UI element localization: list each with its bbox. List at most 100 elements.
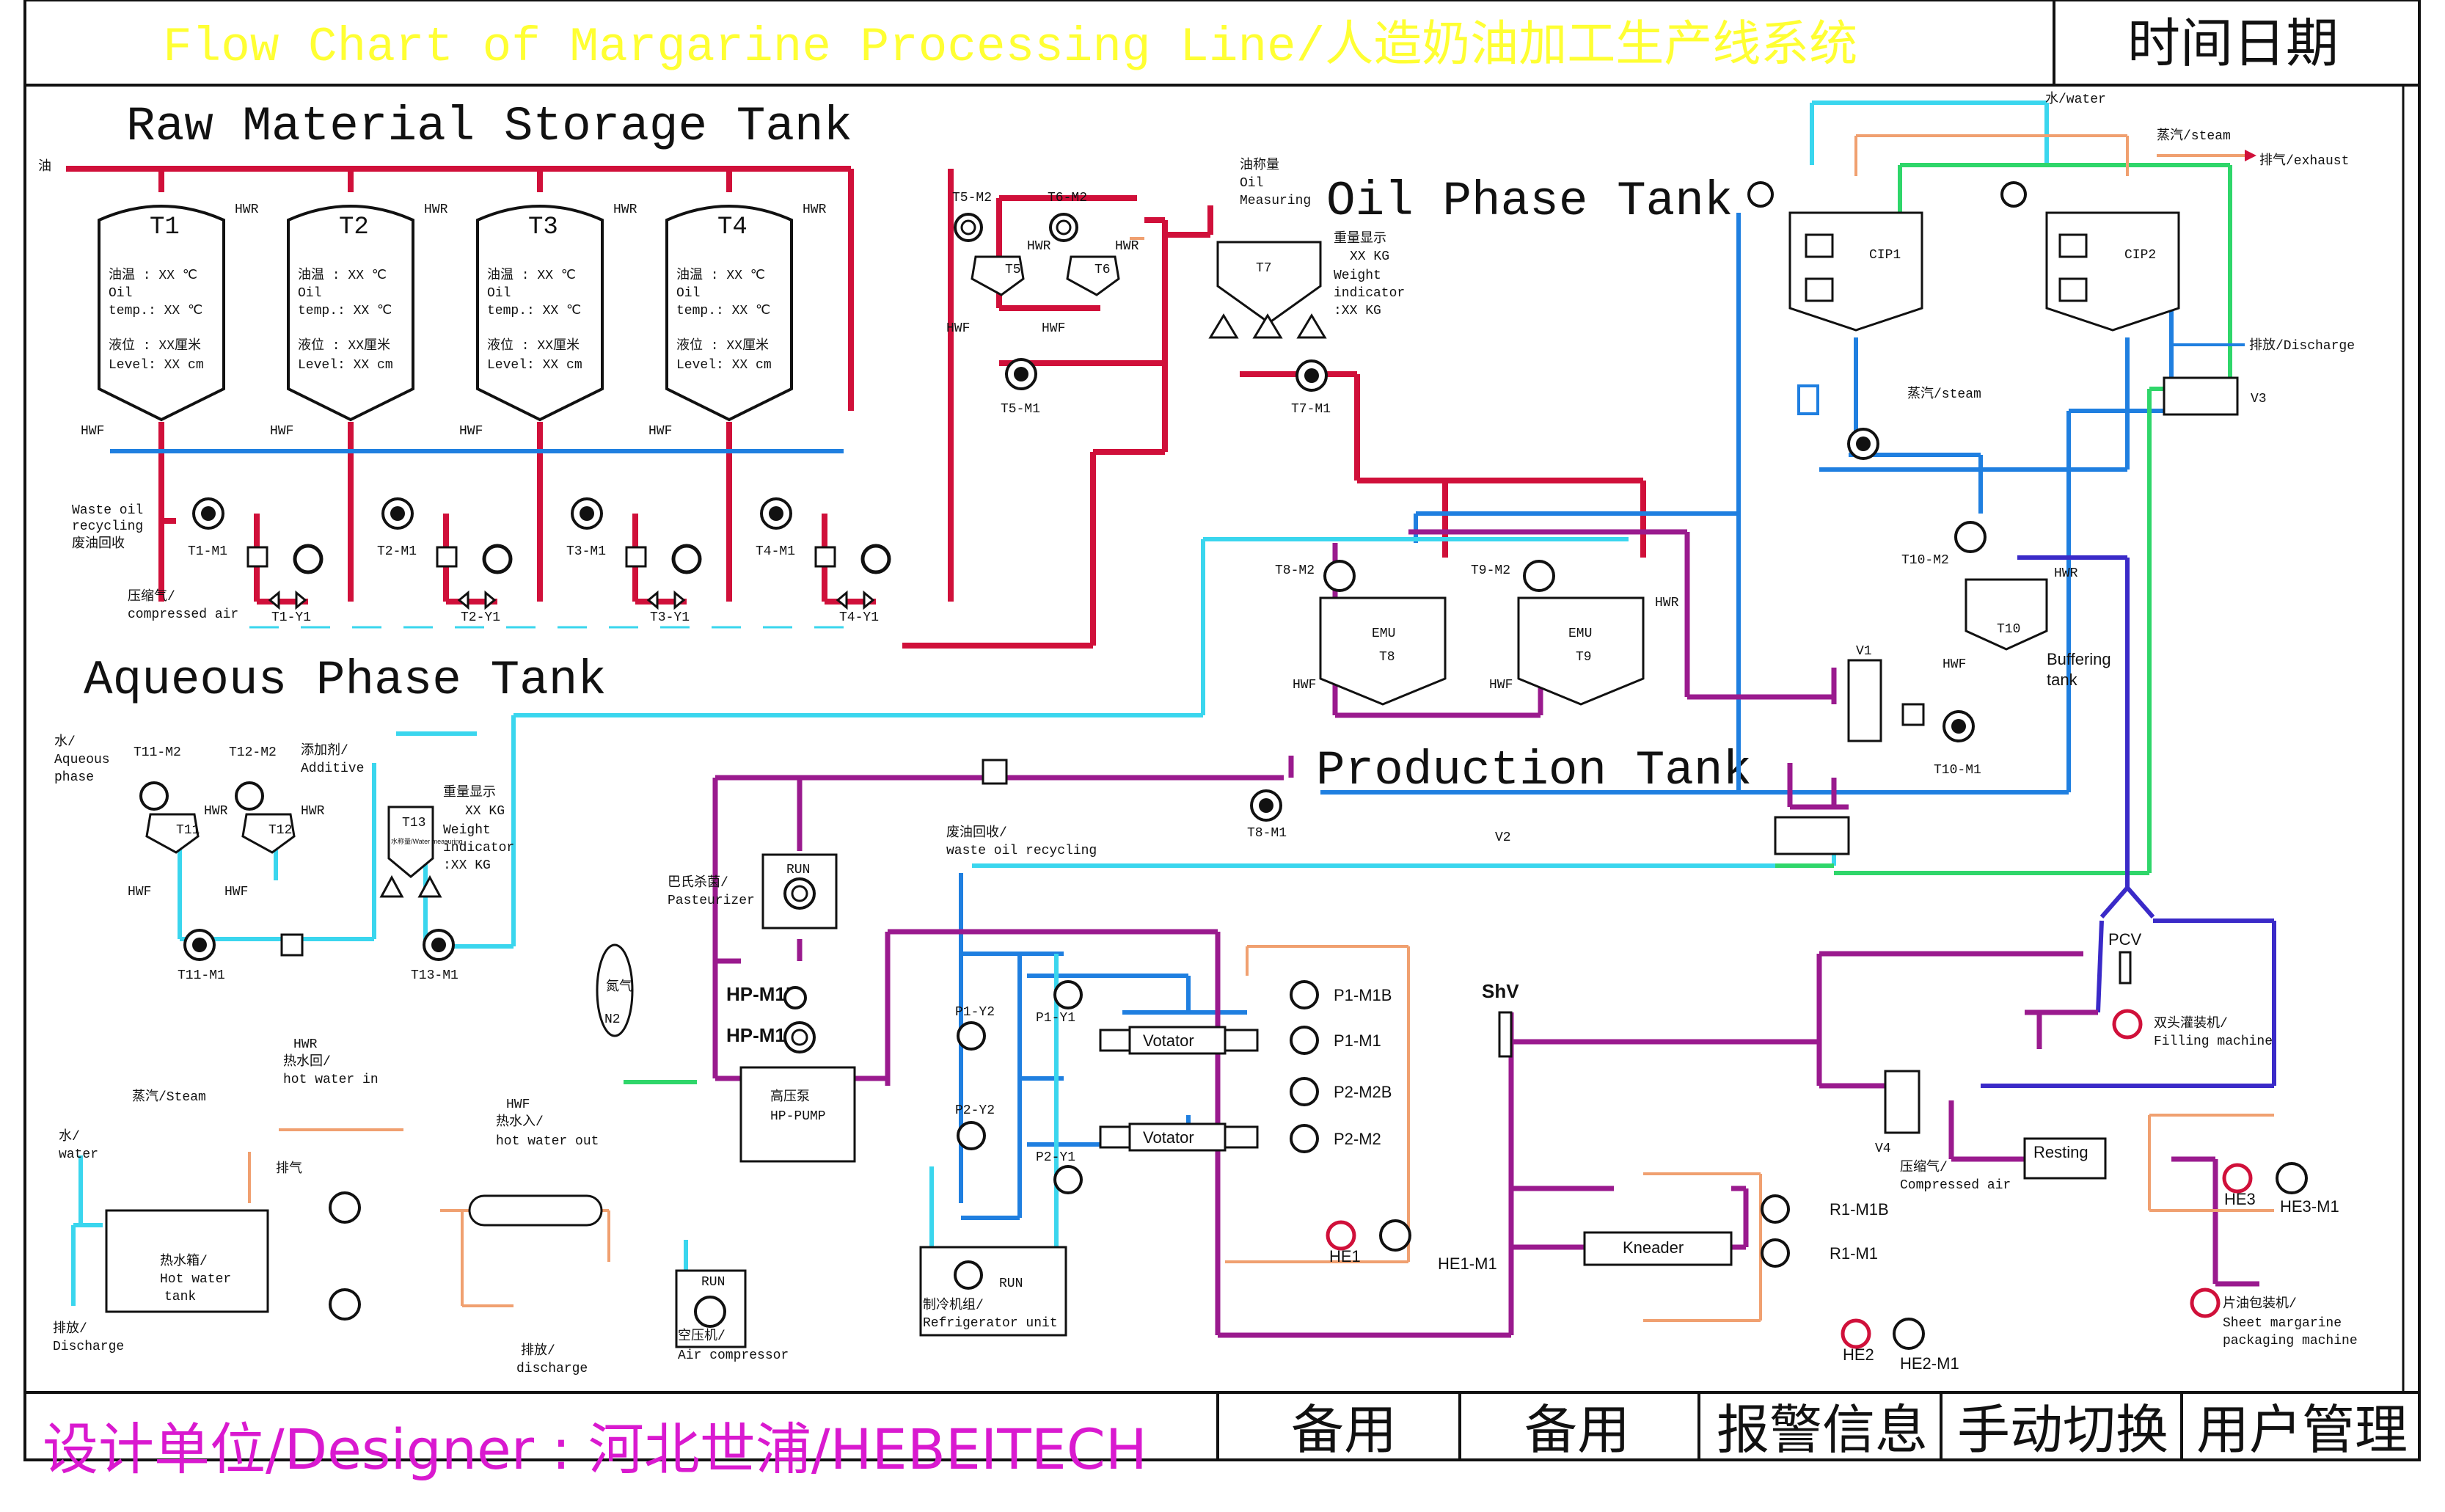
exhaust-top-label: 排气/exhaust: [2259, 153, 2349, 169]
spare-button-1-label: 备用: [1291, 1399, 1397, 1461]
hwr-in-en: hot water in: [283, 1073, 379, 1087]
tank-cip2: [2045, 211, 2180, 332]
manual-switch-button[interactable]: 手动切换: [1944, 1395, 2179, 1461]
v4-label: V4: [1875, 1142, 1891, 1156]
tank-t2-hwf: HWF: [270, 424, 293, 439]
spare-button-1[interactable]: 备用: [1221, 1395, 1457, 1461]
valve-t2y1[interactable]: [457, 590, 497, 610]
emu-label-t9: EMU: [1568, 627, 1592, 641]
tank-t1-level-cn: 液位 : XX厘米: [109, 337, 201, 354]
pcv-valve[interactable]: [2119, 951, 2132, 985]
he3m1-label: HE3-M1: [2280, 1197, 2339, 1216]
tank-t10: [1965, 578, 2048, 651]
he1-indicator: [1326, 1220, 1356, 1251]
t9-hwr-label: HWR: [1655, 596, 1679, 610]
kneader[interactable]: [1583, 1231, 1733, 1266]
filter-t2: [436, 546, 458, 568]
pump-t4m1-label: T4-M1: [756, 544, 795, 559]
tank-t1-level-en: Level: XX cm: [109, 358, 204, 373]
t6-agitator-motor[interactable]: [1049, 213, 1078, 242]
p1y1-valve[interactable]: [1053, 980, 1083, 1009]
discharge-bottom-1: 排放/: [521, 1343, 555, 1359]
t11-agitator-motor[interactable]: [139, 781, 169, 811]
water-left-1: 水/: [59, 1128, 80, 1144]
v1-label: V1: [1856, 644, 1872, 659]
r1-motor-b[interactable]: [1761, 1194, 1790, 1224]
hwf-out-en: hot water out: [496, 1134, 599, 1149]
he1-pump[interactable]: [1379, 1219, 1411, 1252]
p1y2-valve[interactable]: [957, 1021, 986, 1051]
user-management-button[interactable]: 用户管理: [2185, 1395, 2408, 1461]
weight-cn: 重量显示: [1334, 230, 1386, 246]
t5-agitator-motor[interactable]: [954, 213, 983, 242]
n2-label: N2: [604, 1012, 621, 1027]
discharge-left-1: 排放/: [53, 1321, 87, 1337]
p2y1-valve[interactable]: [1053, 1165, 1083, 1194]
section-production: Production Tank: [1316, 743, 1752, 798]
r1-motor[interactable]: [1761, 1238, 1790, 1268]
sheet-indicator: [2190, 1288, 2221, 1318]
t12-agitator-motor[interactable]: [235, 781, 264, 811]
v2-valve-block[interactable]: [1774, 816, 1850, 855]
cip1-label: CIP1: [1869, 248, 1901, 263]
tank-t1-oil-temp-cn: 油温 : XX ℃: [109, 267, 197, 283]
kneader-label: Kneader: [1623, 1238, 1684, 1257]
votator-1[interactable]: [1128, 1026, 1227, 1055]
hp-motor[interactable]: [783, 1021, 816, 1053]
p2-motor[interactable]: [1290, 1124, 1319, 1153]
t6-label: T6: [1094, 263, 1111, 277]
sheet-en2: packaging machine: [2223, 1334, 2358, 1348]
p2y2-label: P2-Y2: [955, 1103, 995, 1118]
cip2-agitator-motor[interactable]: [2000, 181, 2027, 208]
p1-motor-b[interactable]: [1290, 980, 1319, 1009]
t9-label: T9: [1576, 650, 1592, 665]
hwr-label-util: HWR: [293, 1037, 318, 1052]
comp-air2-cn: 压缩气/: [1900, 1159, 1948, 1175]
hp-pump[interactable]: [739, 1066, 856, 1163]
p2-motor-b[interactable]: [1290, 1077, 1319, 1106]
tank-t11: [145, 813, 200, 854]
valve-t3y1[interactable]: [646, 590, 686, 610]
t8m2-label: T8-M2: [1275, 563, 1315, 578]
p1y2-label: P1-Y2: [955, 1005, 995, 1020]
v3-valve-block[interactable]: [2163, 376, 2239, 416]
pasteurizer-group: 巴氏杀菌/ Pasteurizer RUN 氮气 N2 HP-M1B HP-M1…: [596, 853, 856, 1163]
resting-tube[interactable]: [2023, 1137, 2107, 1180]
t9-agitator-motor[interactable]: [1523, 560, 1555, 592]
he2-pump[interactable]: [1893, 1318, 1925, 1350]
shv-valve[interactable]: [1498, 1011, 1513, 1058]
t8-agitator-motor[interactable]: [1323, 560, 1356, 592]
alarm-info-label: 报警信息: [1717, 1399, 1928, 1461]
spare-button-2[interactable]: 备用: [1463, 1395, 1696, 1461]
he2m1-label: HE2-M1: [1900, 1354, 1959, 1373]
resting-label: Resting: [2033, 1143, 2088, 1161]
p2m2b-label: P2-M2B: [1334, 1083, 1392, 1101]
t10-agitator-motor[interactable]: [1954, 521, 1987, 553]
hp-motor-b[interactable]: [783, 986, 807, 1009]
t11-hwf-label: HWF: [128, 885, 151, 899]
navy-pipes: [1981, 555, 2276, 1088]
refrigerator-unit[interactable]: [919, 1246, 1067, 1337]
valve-t4y1[interactable]: [836, 590, 875, 610]
p2y2-valve[interactable]: [957, 1121, 986, 1150]
hot-water-pump-1[interactable]: [329, 1191, 361, 1224]
blue-pipes: [110, 213, 2174, 1220]
tank-t1-label: T1: [150, 213, 180, 241]
p1-motor[interactable]: [1290, 1026, 1319, 1055]
exhaust-left-label: 排气: [276, 1161, 302, 1177]
cip1-agitator-motor[interactable]: [1747, 181, 1774, 208]
pump-t2m1-impeller: [390, 506, 405, 521]
n2-cylinder: [596, 943, 634, 1037]
tank-t2-level-en: Level: XX cm: [298, 358, 393, 373]
t10-label: T10: [1997, 622, 2020, 637]
discharge-left-2: Discharge: [53, 1340, 124, 1354]
he3-indicator: [2222, 1163, 2253, 1194]
alarm-info-button[interactable]: 报警信息: [1702, 1395, 1938, 1461]
hot-water-pump-2[interactable]: [329, 1288, 361, 1321]
hot-tank-en1: Hot water: [160, 1272, 231, 1287]
hpm1-label: HP-M1: [726, 1024, 786, 1046]
he3-pump[interactable]: [2276, 1162, 2308, 1194]
v1-valve-block[interactable]: [1847, 659, 1882, 742]
valve-t1y1[interactable]: [268, 590, 307, 610]
v4-valve-block[interactable]: [1884, 1070, 1920, 1134]
